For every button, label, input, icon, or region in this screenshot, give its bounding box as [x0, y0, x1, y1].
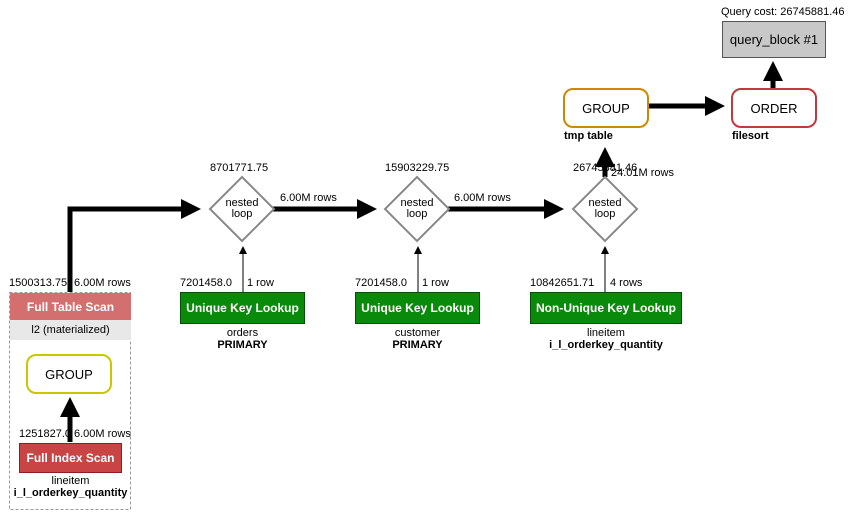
- full-index-scan-node[interactable]: Full Index Scan: [19, 443, 122, 473]
- lookup3-key: i_l_orderkey_quantity: [549, 339, 663, 351]
- lookup3-table: lineitem: [587, 327, 625, 339]
- wire-table-scan-to-loop1: [67, 199, 201, 292]
- lookup1-rows: 1 row: [247, 277, 274, 289]
- group-top-node[interactable]: GROUP: [563, 88, 649, 128]
- lookup1-cost: 7201458.0: [180, 277, 232, 289]
- lookup2-table: customer: [394, 327, 441, 339]
- lookup1-label: Unique Key Lookup: [186, 301, 299, 315]
- lookup3-rows: 4 rows: [610, 277, 643, 289]
- materialized-container: [9, 292, 131, 510]
- full-table-scan-node[interactable]: Full Table Scan: [10, 293, 131, 320]
- order-node[interactable]: ORDER: [731, 88, 817, 128]
- full-index-scan-rows: 6.00M rows: [74, 428, 131, 440]
- full-index-scan-cost: 1251827.0: [19, 428, 71, 440]
- lookup3-label: Non-Unique Key Lookup: [536, 301, 676, 315]
- full-table-scan-cost: 1500313.75: [9, 277, 68, 289]
- lookup3-cost: 10842651.71: [530, 277, 595, 289]
- full-index-scan-table: lineitem: [51, 475, 90, 487]
- loop3-rows: 24.01M rows: [611, 167, 674, 179]
- order-label: ORDER: [750, 100, 798, 116]
- group-inner-node[interactable]: GROUP: [26, 354, 112, 394]
- loop2-rows: 6.00M rows: [454, 192, 511, 204]
- lookup1-table: orders: [226, 327, 259, 339]
- lookup1-node[interactable]: Unique Key Lookup: [180, 292, 305, 324]
- nested-loop-diamond-2: [383, 175, 451, 243]
- lookup3-node[interactable]: Non-Unique Key Lookup: [530, 292, 682, 324]
- full-table-scan-label: Full Table Scan: [26, 299, 115, 314]
- group-top-sub: tmp table: [564, 130, 613, 142]
- lookup2-cost: 7201458.0: [355, 277, 407, 289]
- lookup2-node[interactable]: Unique Key Lookup: [355, 292, 480, 324]
- full-table-scan-rows: 6.00M rows: [74, 277, 131, 289]
- loop3-cost: 26745881.46: [573, 162, 638, 174]
- materialized-label: l2 (materialized): [10, 320, 131, 340]
- query-block-node[interactable]: query_block #1: [722, 21, 826, 58]
- loop1-rows: 6.00M rows: [280, 192, 337, 204]
- loop2-cost: 15903229.75: [385, 162, 450, 174]
- loop1-cost: 8701771.75: [210, 162, 269, 174]
- lookup2-rows: 1 row: [422, 277, 449, 289]
- group-top-label: GROUP: [582, 100, 630, 116]
- full-index-scan-key: i_l_orderkey_quantity: [13, 487, 128, 499]
- query-block-label: query_block #1: [729, 32, 819, 47]
- nested-loop-diamond-1: [208, 175, 276, 243]
- nested-loop-diamond-3: [571, 175, 639, 243]
- lookup2-key: PRIMARY: [392, 339, 443, 351]
- lookup2-label: Unique Key Lookup: [361, 301, 474, 315]
- group-inner-label: GROUP: [45, 366, 93, 382]
- query-cost-label: Query cost: 26745881.46: [721, 6, 845, 18]
- lookup1-key: PRIMARY: [217, 339, 268, 351]
- order-sub: filesort: [732, 130, 769, 142]
- full-index-scan-label: Full Index Scan: [26, 451, 115, 465]
